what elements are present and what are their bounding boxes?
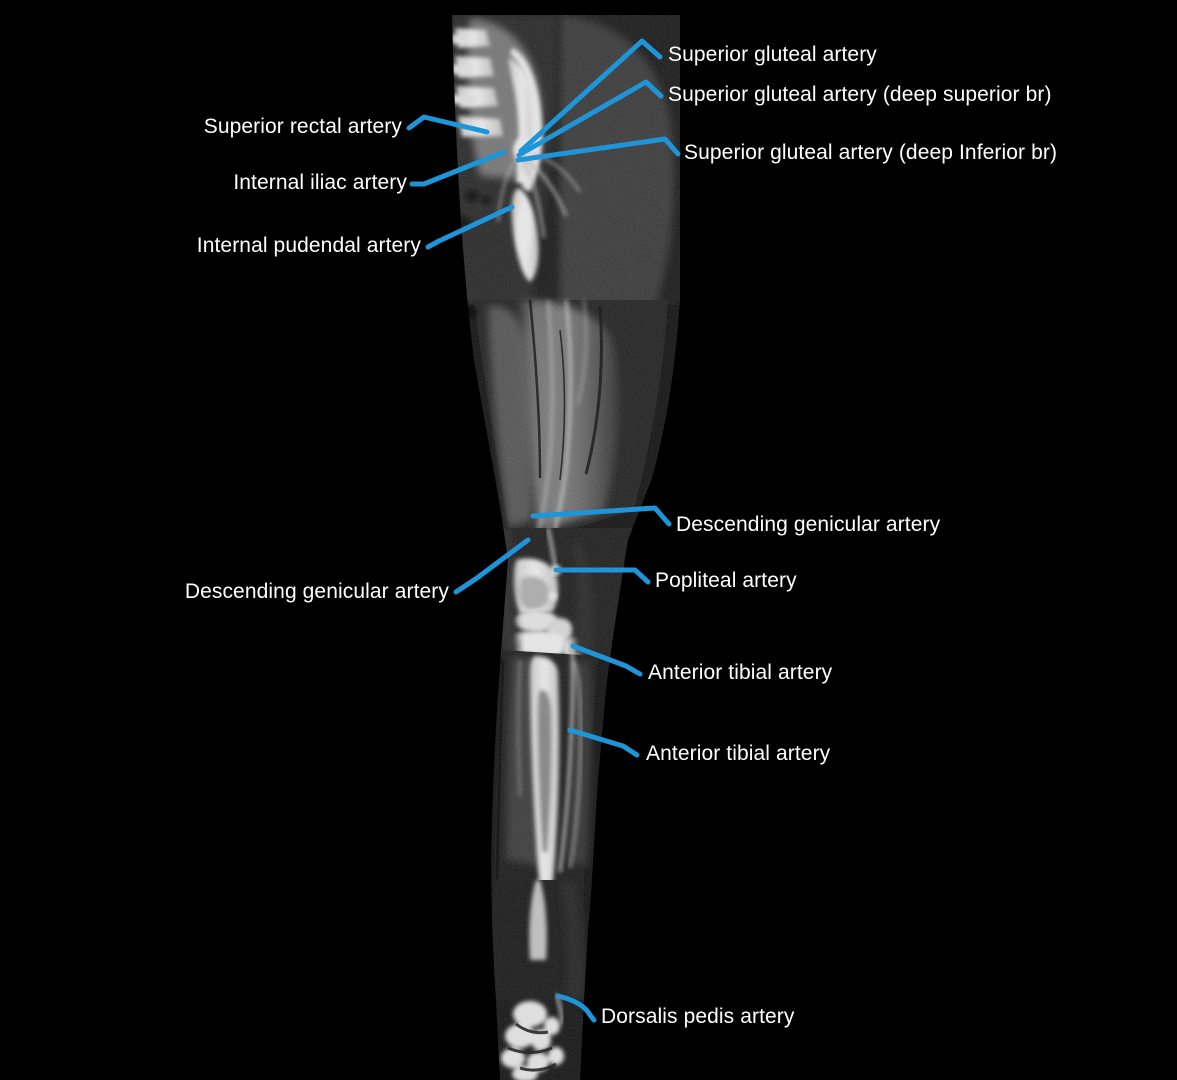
label-superior-rectal-artery: Superior rectal artery <box>203 115 402 138</box>
label-popliteal-artery: Popliteal artery <box>655 569 797 592</box>
label-internal-pudendal-artery: Internal pudendal artery <box>196 234 421 257</box>
label-descending-genicular-artery-lower: Descending genicular artery <box>184 580 449 603</box>
label-anterior-tibial-artery-lower: Anterior tibial artery <box>646 742 831 765</box>
label-descending-genicular-artery-upper: Descending genicular artery <box>676 513 941 536</box>
label-internal-iliac-artery: Internal iliac artery <box>233 171 407 194</box>
label-superior-gluteal-artery-deep-inferior-br: Superior gluteal artery (deep Inferior b… <box>684 141 1058 164</box>
label-anterior-tibial-artery-upper: Anterior tibial artery <box>648 661 833 684</box>
label-superior-gluteal-artery-deep-superior-br: Superior gluteal artery (deep superior b… <box>668 83 1052 106</box>
label-superior-gluteal-artery: Superior gluteal artery <box>668 43 877 66</box>
label-dorsalis-pedis-artery: Dorsalis pedis artery <box>601 1005 795 1028</box>
